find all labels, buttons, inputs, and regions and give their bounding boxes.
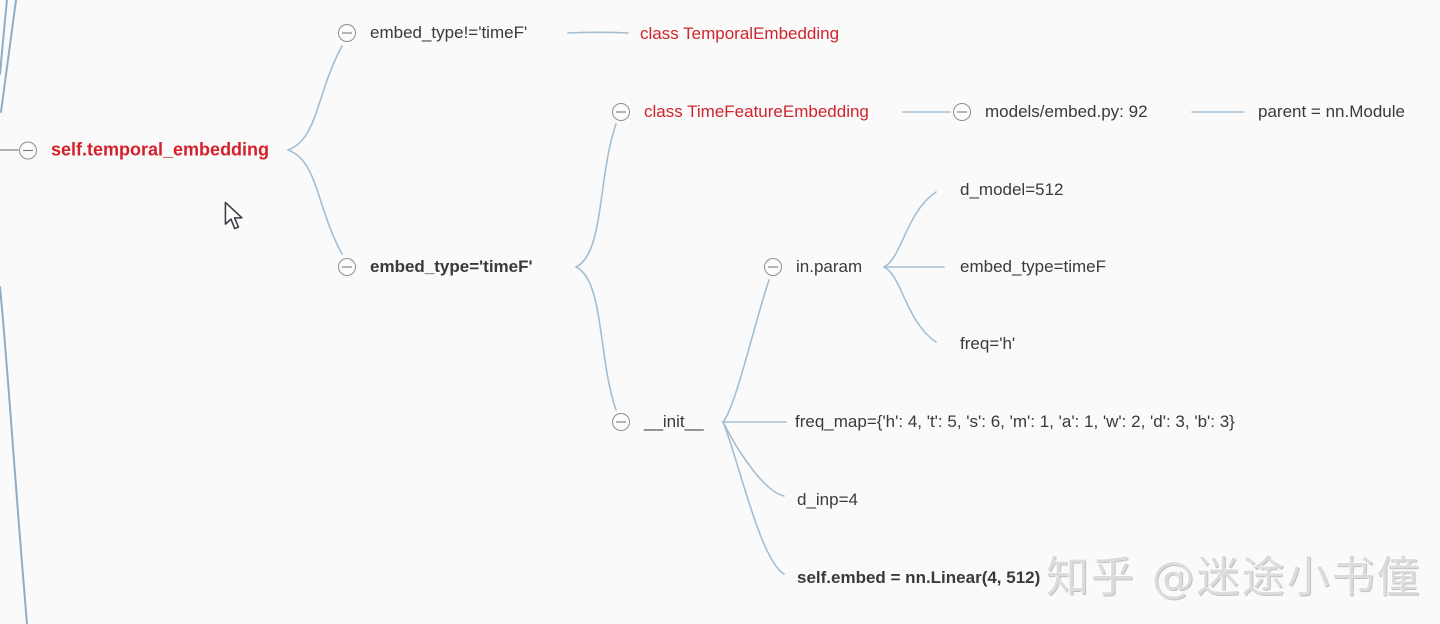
node-cond-timef[interactable]: embed_type='timeF' xyxy=(338,257,533,277)
node-label: self.embed = nn.Linear(4, 512) xyxy=(797,568,1041,587)
edge-cond-not-timef-to-class-temporal xyxy=(567,31,629,34)
edge-root-to-cond-not-timef xyxy=(287,45,343,151)
collapse-minus-icon[interactable] xyxy=(338,24,356,42)
node-d-inp[interactable]: d_inp=4 xyxy=(797,490,858,510)
edge-init-to-in-param xyxy=(722,279,770,423)
node-label: models/embed.py: 92 xyxy=(985,102,1148,121)
mouse-cursor-icon xyxy=(224,201,243,230)
node-label: embed_type='timeF' xyxy=(370,257,533,276)
edge-cond-timef-to-class-timefeature xyxy=(575,123,617,268)
node-embed-type-param[interactable]: embed_type=timeF xyxy=(960,257,1106,277)
node-label: __init__ xyxy=(644,412,704,431)
node-label: self.temporal_embedding xyxy=(51,139,270,160)
node-self-embed[interactable]: self.embed = nn.Linear(4, 512) xyxy=(797,568,1040,588)
node-freq-map[interactable]: freq_map={'h': 4, 't': 5, 's': 6, 'm': 1… xyxy=(795,412,1235,432)
node-label: class TimeFeatureEmbedding xyxy=(644,102,869,121)
edge-offscreen-top-1 xyxy=(0,0,8,75)
edge-cond-timef-to-init xyxy=(575,266,617,411)
collapse-minus-icon[interactable] xyxy=(612,413,630,431)
node-label: d_inp=4 xyxy=(797,490,858,509)
node-label: embed_type=timeF xyxy=(960,257,1106,276)
node-label: freq='h' xyxy=(960,334,1016,353)
collapse-minus-icon[interactable] xyxy=(19,141,37,159)
node-label: d_model=512 xyxy=(960,180,1064,199)
node-label: class TemporalEmbedding xyxy=(640,24,840,43)
node-d-model[interactable]: d_model=512 xyxy=(960,180,1064,200)
node-init[interactable]: __init__ xyxy=(612,412,704,432)
node-freq-param[interactable]: freq='h' xyxy=(960,334,1015,354)
edge-in-param-to-freq xyxy=(883,266,937,343)
node-parent-module[interactable]: parent = nn.Module xyxy=(1258,102,1405,122)
collapse-minus-icon[interactable] xyxy=(338,258,356,276)
edge-init-to-d-inp xyxy=(722,421,785,497)
collapse-minus-icon[interactable] xyxy=(764,258,782,276)
node-label: freq_map={'h': 4, 't': 5, 's': 6, 'm': 1… xyxy=(795,412,1235,431)
node-cond-not-timef[interactable]: embed_type!='timeF' xyxy=(338,23,527,43)
node-in-param[interactable]: in.param xyxy=(764,257,862,277)
edge-init-to-self-embed xyxy=(722,421,785,575)
node-class-temporal-embedding[interactable]: class TemporalEmbedding xyxy=(640,24,839,44)
node-root[interactable]: self.temporal_embedding xyxy=(19,140,269,161)
edge-root-to-cond-timef xyxy=(287,149,343,255)
edge-offscreen-top-2 xyxy=(0,0,17,113)
node-file-ref[interactable]: models/embed.py: 92 xyxy=(953,102,1148,122)
node-label: in.param xyxy=(796,257,863,276)
node-class-timefeature-embedding[interactable]: class TimeFeatureEmbedding xyxy=(612,102,869,122)
zhihu-watermark: 知乎 @迷途小书僮 xyxy=(1046,553,1422,603)
edge-in-param-to-d-model xyxy=(883,191,937,268)
collapse-minus-icon[interactable] xyxy=(612,103,630,121)
node-label: parent = nn.Module xyxy=(1258,102,1405,121)
node-label: embed_type!='timeF' xyxy=(370,23,528,42)
collapse-minus-icon[interactable] xyxy=(953,103,971,121)
edge-offscreen-bottom xyxy=(0,286,28,624)
